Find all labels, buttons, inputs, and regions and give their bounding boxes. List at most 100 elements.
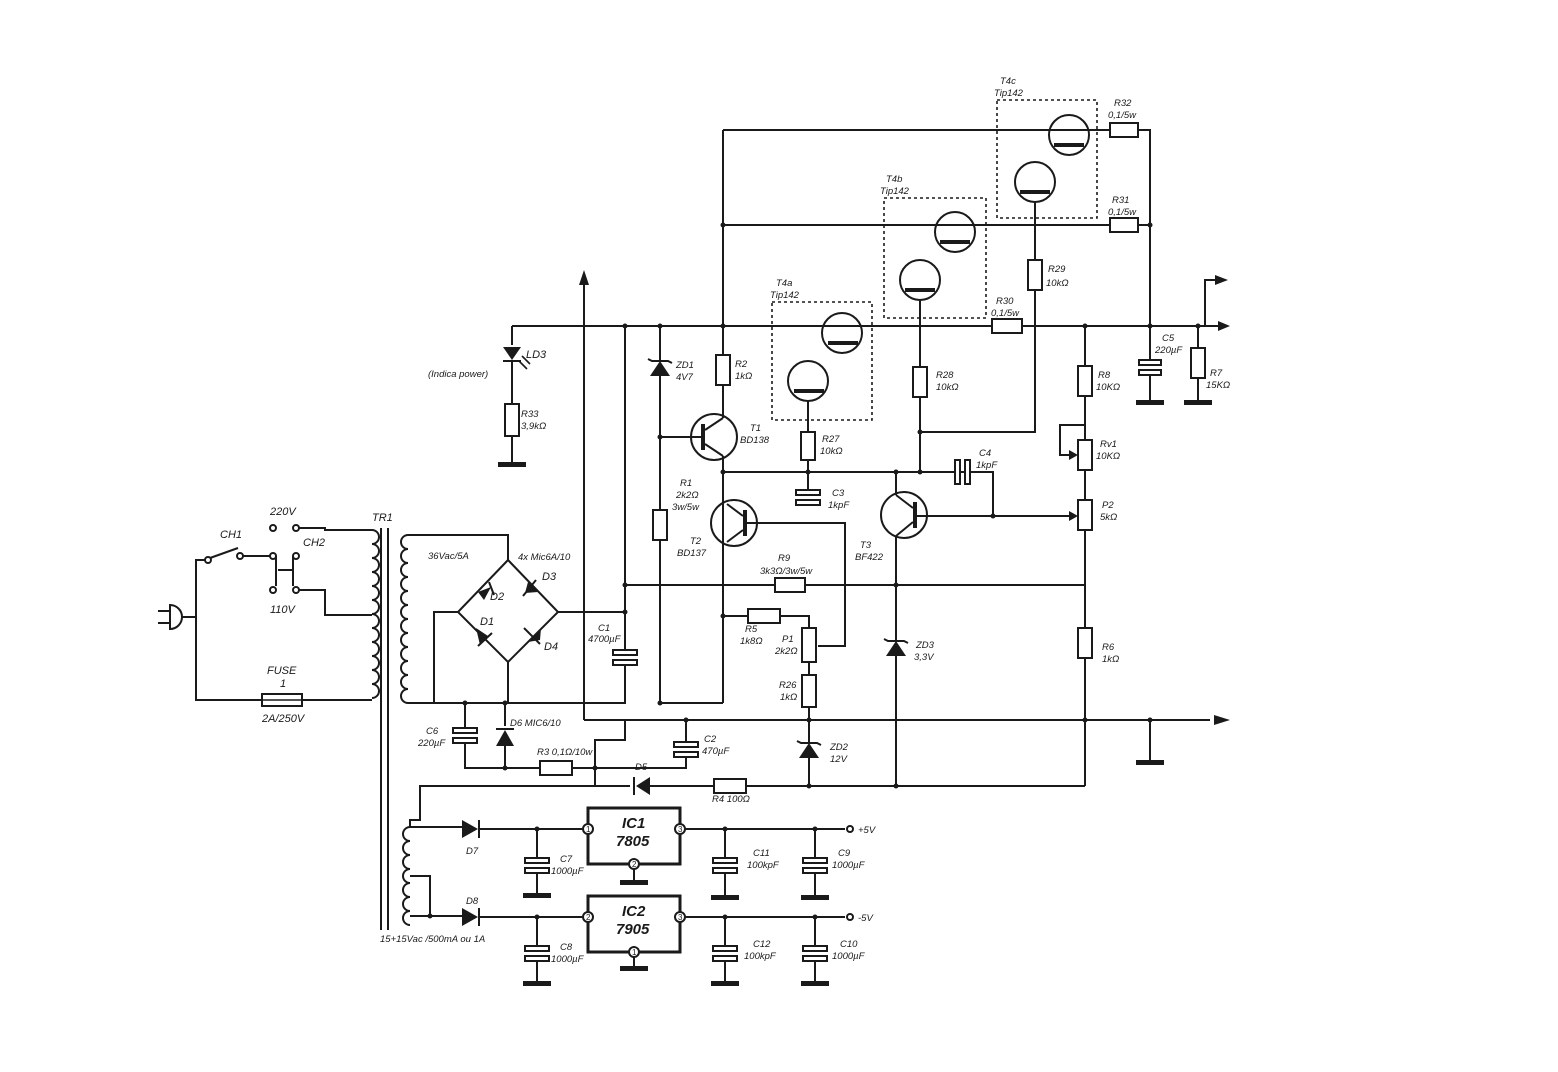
label-bridge: 4x Mic6A/10 [518,552,571,563]
ground-c11 [711,895,739,900]
capacitor-c10 [802,945,828,962]
transistor-t4b [883,197,987,319]
fuse-symbol [261,693,303,707]
label-c5: C5 [1162,333,1175,344]
label-zd2-val: 12V [830,754,849,765]
label-t4a-val: Tip142 [770,290,800,301]
label-rv1: Rv1 [1100,439,1117,450]
resistor-r6 [1077,627,1093,659]
resistor-r8 [1077,365,1093,397]
label-ic1-val: 7805 [616,833,650,850]
label-r8: R8 [1098,370,1111,381]
label-d2: D2 [490,591,504,603]
label-r28-val: 10kΩ [936,382,959,393]
label-r9-val: 3k3Ω/3w/5w [760,566,813,577]
ground-c7 [523,893,551,898]
label-ch2: CH2 [303,537,325,549]
label-r30-val: 0,1/5w [991,308,1020,319]
label-c7: C7 [560,854,573,865]
label-fuse-num: 1 [280,678,286,690]
capacitor-c9 [802,857,828,874]
label-r6: R6 [1102,642,1115,653]
label-r33-val: 3,9kΩ [521,421,546,432]
label-r9: R9 [778,553,791,564]
diode-d5 [633,777,650,795]
label-c1: C1 [598,623,610,634]
zener-zd3 [883,638,909,656]
capacitor-c11 [712,857,738,874]
label-r30: R30 [996,296,1014,307]
label-r31-val: 0,1/5w [1108,207,1137,218]
label-r33: R33 [521,409,539,420]
pin-ic2-3: 3 [678,913,683,922]
label-r26-val: 1kΩ [780,692,797,703]
switch-ch1 [204,547,244,564]
terminal-plus5v [846,825,854,833]
potentiometer-p2 [1077,499,1093,531]
label-p1-val: 2k2Ω [774,646,798,657]
diode-d8 [462,908,480,926]
regulator-ic2 [586,894,682,954]
label-ic2: IC2 [622,903,646,920]
label-c10-val: 1000µF [832,951,866,962]
label-zd3-val: 3,3V [914,652,935,663]
potentiometer-p1 [801,627,817,663]
label-r32-val: 0,1/5w [1108,110,1137,121]
diode-d6 [496,728,514,746]
label-c3-val: 1kpF [828,500,850,511]
capacitor-c12 [712,945,738,962]
label-r29: R29 [1048,264,1066,275]
label-c12-val: 100kpF [744,951,777,962]
resistor-r9 [774,577,806,593]
label-r7: R7 [1210,368,1223,379]
label-r1: R1 [680,478,692,489]
label-r5: R5 [745,624,758,635]
label-t4b-val: Tip142 [880,186,910,197]
pin-ic2-2: 2 [586,913,591,922]
label-t4c: T4c [1000,76,1016,87]
label-fuse: FUSE [267,665,297,677]
transistor-t1 [690,413,738,461]
label-t3-val: BF422 [855,552,884,563]
resistor-r32 [1109,122,1139,138]
resistor-r31 [1109,217,1139,233]
ground-ic1 [620,880,648,885]
label-t2-val: BD137 [677,548,707,559]
label-d5: D5 [635,762,648,773]
led-ld3 [503,347,531,370]
resistor-r26 [801,674,817,708]
label-c8: C8 [560,942,573,953]
capacitor-c7 [524,857,550,874]
label-r4: R4 100Ω [712,794,750,805]
label-tr1: TR1 [372,512,393,524]
label-r7-val: 15KΩ [1206,380,1230,391]
label-d4: D4 [544,641,558,653]
ground-c12 [711,981,739,986]
resistor-r3 [539,760,573,776]
label-t4b: T4b [886,174,902,185]
label-r27: R27 [822,434,840,445]
label-c9: C9 [838,848,851,859]
diode-d7 [462,820,480,838]
label-d3: D3 [542,571,557,583]
label-c2: C2 [704,734,717,745]
label-c2-val: 470µF [702,746,730,757]
resistor-r27 [800,431,816,461]
label-p2: P2 [1102,500,1114,511]
label-zd3: ZD3 [915,640,935,651]
capacitor-c6 [452,727,478,744]
label-r6-val: 1kΩ [1102,654,1119,665]
label-d6: D6 MIC6/10 [510,718,561,729]
label-c6-val: 220µF [417,738,446,749]
label-c9-val: 1000µF [832,860,866,871]
transformer-tr1 [371,528,411,930]
ground-c9 [801,895,829,900]
capacitor-c3 [795,489,821,506]
label-ic2-val: 7905 [616,921,650,938]
label-r1-val: 2k2Ω [675,490,699,501]
potentiometer-rv1 [1077,439,1093,471]
pin-ic2-1: 1 [632,948,637,957]
label-c6: C6 [426,726,439,737]
resistor-r29 [1027,259,1043,291]
